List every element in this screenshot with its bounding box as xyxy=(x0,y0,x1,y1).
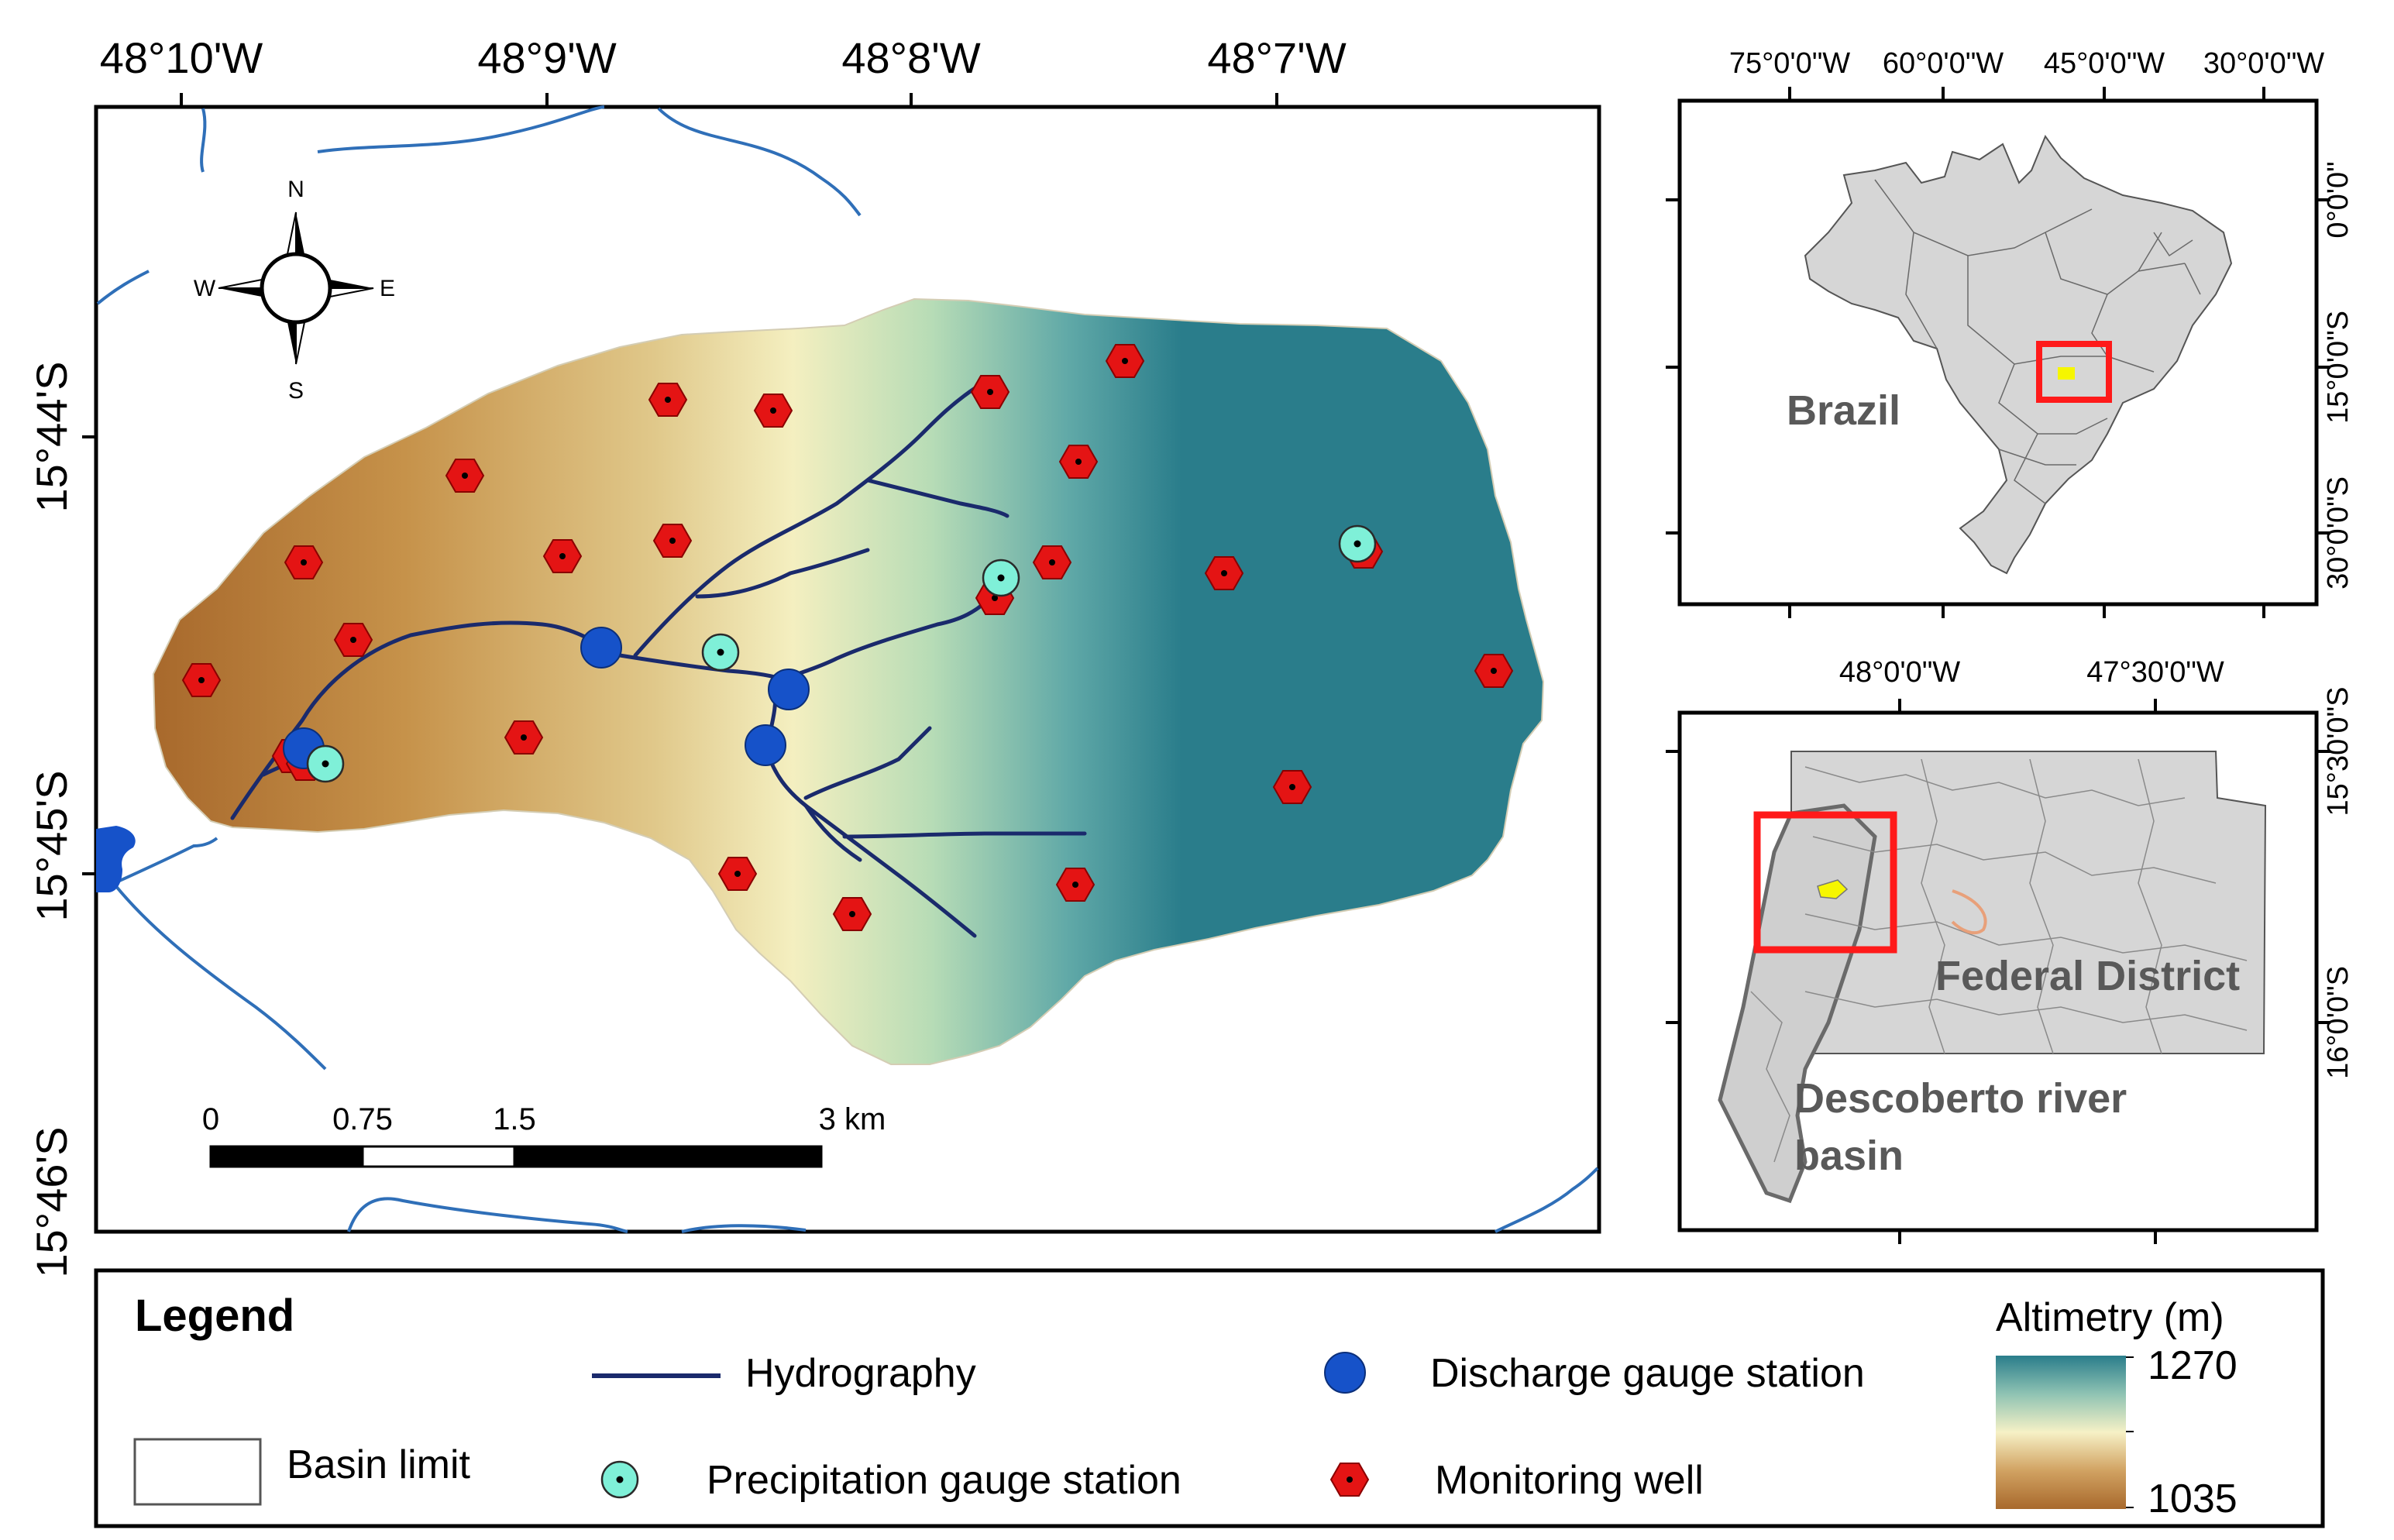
brazil-state-lines xyxy=(1874,179,2201,504)
scale-label-0-75: 0.75 xyxy=(332,1102,393,1136)
main-map-latitude-labels: 15°44'S 15°45'S 15°46'S xyxy=(27,361,76,1277)
scale-label-1-5: 1.5 xyxy=(493,1102,536,1136)
compass-south-label: S xyxy=(288,378,304,404)
compass-rose: N S E W xyxy=(194,177,395,404)
brazil-lon-label: 30°0'0"W xyxy=(2203,47,2324,80)
discharge-swatch xyxy=(1324,1352,1366,1394)
inset-brazil-longitude-labels: 75°0'0"W 60°0'0"W 45°0'0"W 30°0'0"W xyxy=(1729,47,2324,80)
basin-label-line2: basin xyxy=(1794,1133,1904,1179)
scale-bar: 0 0.75 1.5 3 km xyxy=(202,1102,886,1168)
brazil-lon-label: 60°0'0"W xyxy=(1883,47,2004,80)
brazil-lat-label: 30°0'0"S xyxy=(2322,476,2354,590)
brazil-lat-label: 15°0'0"S xyxy=(2322,311,2354,424)
inset-fd-basin-marker xyxy=(1817,879,1849,899)
discharge-station-marker xyxy=(768,669,810,710)
altimetry-title: Altimetry (m) xyxy=(1996,1295,2224,1340)
main-lon-label: 48°7'W xyxy=(1207,33,1347,82)
brazil-highlight-box xyxy=(2036,341,2112,403)
compass-north-label: N xyxy=(287,177,304,202)
hydrography-network xyxy=(230,385,1087,938)
legend: Legend Basin limit Hydrography Precipita… xyxy=(94,1268,2325,1528)
brazil-lat-label: 0°0'0" xyxy=(2322,161,2354,238)
fd-lat-label: 16°0'0"S xyxy=(2322,966,2354,1079)
main-lon-label: 48°8'W xyxy=(841,33,981,82)
scale-label-3km: 3 km xyxy=(819,1102,886,1136)
basin-limit-swatch xyxy=(133,1438,262,1506)
main-lon-label: 48°9'W xyxy=(477,33,617,82)
reservoir xyxy=(96,826,136,892)
inset-brazil: Brazil 75°0'0"W 60°0'0"W 45°0'0"W 30°0'0… xyxy=(1666,47,2354,618)
brazil-lon-label: 75°0'0"W xyxy=(1729,47,1850,80)
main-lat-label: 15°46'S xyxy=(27,1126,76,1277)
legend-precipitation: Precipitation gauge station xyxy=(707,1458,1182,1503)
altimetry-min: 1035 xyxy=(2148,1476,2237,1521)
basin-label-line1: Descoberto river xyxy=(1794,1075,2127,1122)
main-lat-label: 15°45'S xyxy=(27,770,76,921)
legend-discharge: Discharge gauge station xyxy=(1430,1351,1865,1396)
brazil-basin-marker xyxy=(2058,367,2075,380)
altimetry-ticks xyxy=(2126,1356,2134,1508)
precipitation-station-marker xyxy=(1338,524,1377,563)
scale-label-0: 0 xyxy=(202,1102,219,1136)
inset-federal-district: Federal District Descoberto river basin … xyxy=(1666,656,2354,1244)
legend-basin-limit: Basin limit xyxy=(287,1442,470,1487)
inset-fd-highlight-box xyxy=(1753,811,1897,954)
precipitation-station-marker xyxy=(306,744,345,783)
legend-frame xyxy=(94,1268,2325,1528)
federal-district-streams xyxy=(1750,758,2248,1163)
compass-west-label: W xyxy=(194,276,216,301)
inset-brazil-latitude-labels: 0°0'0" 15°0'0"S 30°0'0"S xyxy=(2322,161,2354,590)
fd-lon-label: 47°30'0"W xyxy=(2086,656,2224,689)
main-map: N S E W 0 0.75 1.5 3 km 48°10'W 48°9'W xyxy=(27,33,1601,1278)
main-map-ticks xyxy=(82,93,1278,875)
legend-hydrography: Hydrography xyxy=(745,1351,976,1396)
main-lon-label: 48°10'W xyxy=(100,33,263,82)
inset-brazil-ticks xyxy=(1666,87,2330,618)
legend-title: Legend xyxy=(135,1291,294,1341)
main-map-longitude-labels: 48°10'W 48°9'W 48°8'W 48°7'W xyxy=(100,33,1347,82)
fd-lat-label: 15°30'0"S xyxy=(2322,687,2354,816)
basin-area xyxy=(152,297,1545,1065)
inset-fd-longitude-labels: 48°0'0"W 47°30'0"W xyxy=(1839,656,2224,689)
federal-district-label: Federal District xyxy=(1935,953,2240,999)
inset-fd-latitude-labels: 15°30'0"S 16°0'0"S xyxy=(2322,687,2354,1079)
precipitation-station-marker xyxy=(701,633,740,672)
inset-fd-ticks xyxy=(1666,699,2330,1244)
fd-lon-label: 48°0'0"W xyxy=(1839,656,1960,689)
legend-monitoring-well: Monitoring well xyxy=(1435,1458,1704,1503)
background-streams xyxy=(96,105,1599,1233)
discharge-station-marker xyxy=(580,627,622,669)
main-lat-label: 15°44'S xyxy=(27,361,76,512)
compass-east-label: E xyxy=(380,276,395,301)
descoberto-basin-outline xyxy=(1718,803,1877,1204)
precipitation-swatch xyxy=(600,1460,639,1499)
discharge-station-marker xyxy=(745,724,786,766)
altimetry-max: 1270 xyxy=(2148,1343,2237,1388)
reservoir-stream xyxy=(1951,889,1987,935)
brazil-lon-label: 45°0'0"W xyxy=(2044,47,2165,80)
brazil-label: Brazil xyxy=(1787,387,1900,434)
precipitation-station-marker xyxy=(982,559,1020,597)
altimetry-ramp xyxy=(1996,1356,2126,1509)
